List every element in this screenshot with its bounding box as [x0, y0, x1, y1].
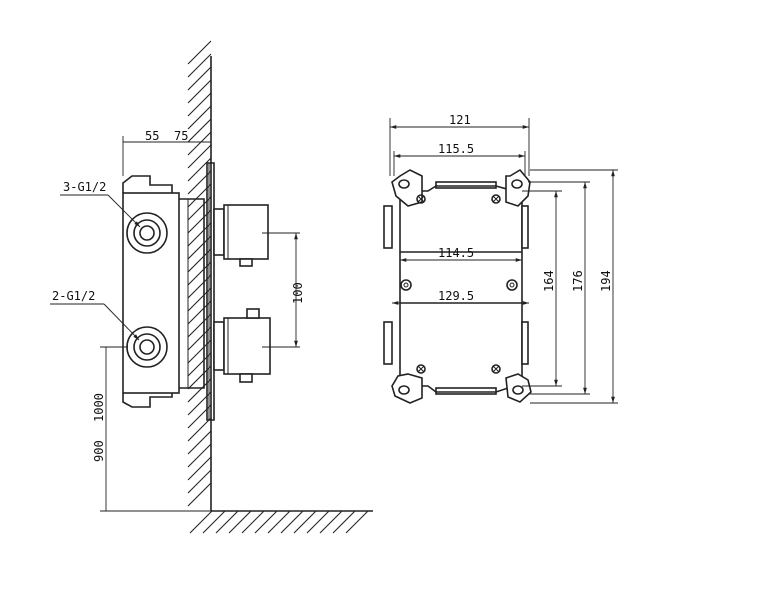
screw-icon — [491, 364, 501, 374]
mid-hole-left — [400, 279, 412, 291]
dim-label-100: 100 — [291, 282, 305, 304]
port-upper-outer — [126, 212, 168, 254]
valve-side-view — [122, 162, 271, 421]
handle-upper-knob — [223, 204, 269, 260]
hatch-line — [202, 510, 226, 534]
front-top-recess — [435, 181, 497, 189]
wall-hatching — [187, 40, 373, 534]
hatch-line — [187, 40, 212, 65]
hatch-line — [280, 510, 304, 534]
hatch-line — [187, 417, 212, 442]
handle-lower-base — [213, 321, 225, 371]
dim-label-129-5: 129.5 — [438, 289, 474, 303]
floor-hatch-lines — [189, 510, 369, 534]
mid-hole-right — [506, 279, 518, 291]
front-bottom-recess — [435, 387, 497, 395]
cover-plate — [206, 162, 215, 421]
hatch-line — [187, 118, 212, 143]
hatch-line — [187, 456, 212, 481]
hatch-line — [187, 105, 212, 130]
mount-slot — [512, 385, 524, 395]
side-view-dimensions: 55 75 3-G1/2 2-G1/2 100 900 1000 — [50, 129, 305, 512]
port-lower-mid — [133, 333, 161, 361]
front-view-dimensions: 121 115.5 114.5 129.5 164 176 194 — [389, 113, 618, 404]
dim-label-115-5: 115.5 — [438, 142, 474, 156]
handle-lower-tab-top — [246, 308, 260, 319]
screw-icon — [416, 194, 426, 204]
hatch-line — [267, 510, 291, 534]
port-lower-outer — [126, 326, 168, 368]
hatch-line — [293, 510, 317, 534]
hatch-line — [319, 510, 343, 534]
hatch-line — [187, 92, 212, 117]
hatch-line — [215, 510, 239, 534]
hatch-line — [189, 510, 213, 534]
port-upper-inner — [139, 225, 155, 241]
hatch-line — [187, 469, 212, 494]
hatch-line — [187, 144, 212, 169]
dim-label-1000: 1000 — [92, 393, 106, 422]
side-nub-right-upper — [521, 205, 529, 249]
port-label-lower: 2-G1/2 — [52, 289, 95, 303]
mount-slot — [398, 385, 410, 395]
mid-hole-left-inner — [403, 282, 409, 288]
hatch-line — [187, 157, 212, 182]
hatch-line — [187, 66, 212, 91]
mid-hole-right-inner — [509, 282, 515, 288]
dim-label-55: 55 — [145, 129, 159, 143]
side-nub-left-lower — [383, 321, 393, 365]
port-upper-mid — [133, 219, 161, 247]
leader-lower-b — [103, 303, 140, 341]
leader-upper-b — [107, 194, 141, 228]
mount-ear-bottom-left — [391, 373, 423, 404]
handle-lower-tab-bottom — [239, 373, 253, 383]
port-label-upper: 3-G1/2 — [63, 180, 106, 194]
dim-label-75: 75 — [174, 129, 188, 143]
hatch-line — [332, 510, 356, 534]
mount-slot — [511, 179, 523, 189]
screw-icon — [416, 364, 426, 374]
hatch-line — [187, 482, 212, 507]
side-nub-left-upper — [383, 205, 393, 249]
valve-front-view — [383, 168, 532, 404]
hatch-line — [187, 443, 212, 468]
mount-ear-bottom-right — [505, 373, 532, 403]
dim-label-164: 164 — [542, 270, 556, 292]
hatch-line — [187, 79, 212, 104]
handle-upper-tab — [239, 258, 253, 267]
valve-mount-plate — [179, 198, 205, 389]
mount-slot — [398, 179, 410, 189]
hatch-line — [345, 510, 369, 534]
dim-label-121: 121 — [449, 113, 471, 127]
handle-upper-base — [213, 208, 225, 256]
hatch-line — [187, 53, 212, 78]
hatch-line — [187, 430, 212, 455]
hatch-line — [187, 131, 212, 156]
hatch-line — [306, 510, 330, 534]
handle-lower-knob — [223, 317, 271, 375]
side-nub-right-lower — [521, 321, 529, 365]
valve-bottom-flange — [122, 393, 173, 408]
dim-label-194: 194 — [599, 270, 613, 292]
dim-label-900: 900 — [92, 440, 106, 462]
port-lower-inner — [139, 339, 155, 355]
hatch-line — [241, 510, 265, 534]
screw-icon — [491, 194, 501, 204]
screw-crosses — [417, 195, 500, 373]
dim-label-114-5: 114.5 — [438, 246, 474, 260]
valve-top-flange — [122, 175, 173, 193]
hatch-line — [228, 510, 252, 534]
dim-label-176: 176 — [571, 270, 585, 292]
hatch-line — [254, 510, 278, 534]
